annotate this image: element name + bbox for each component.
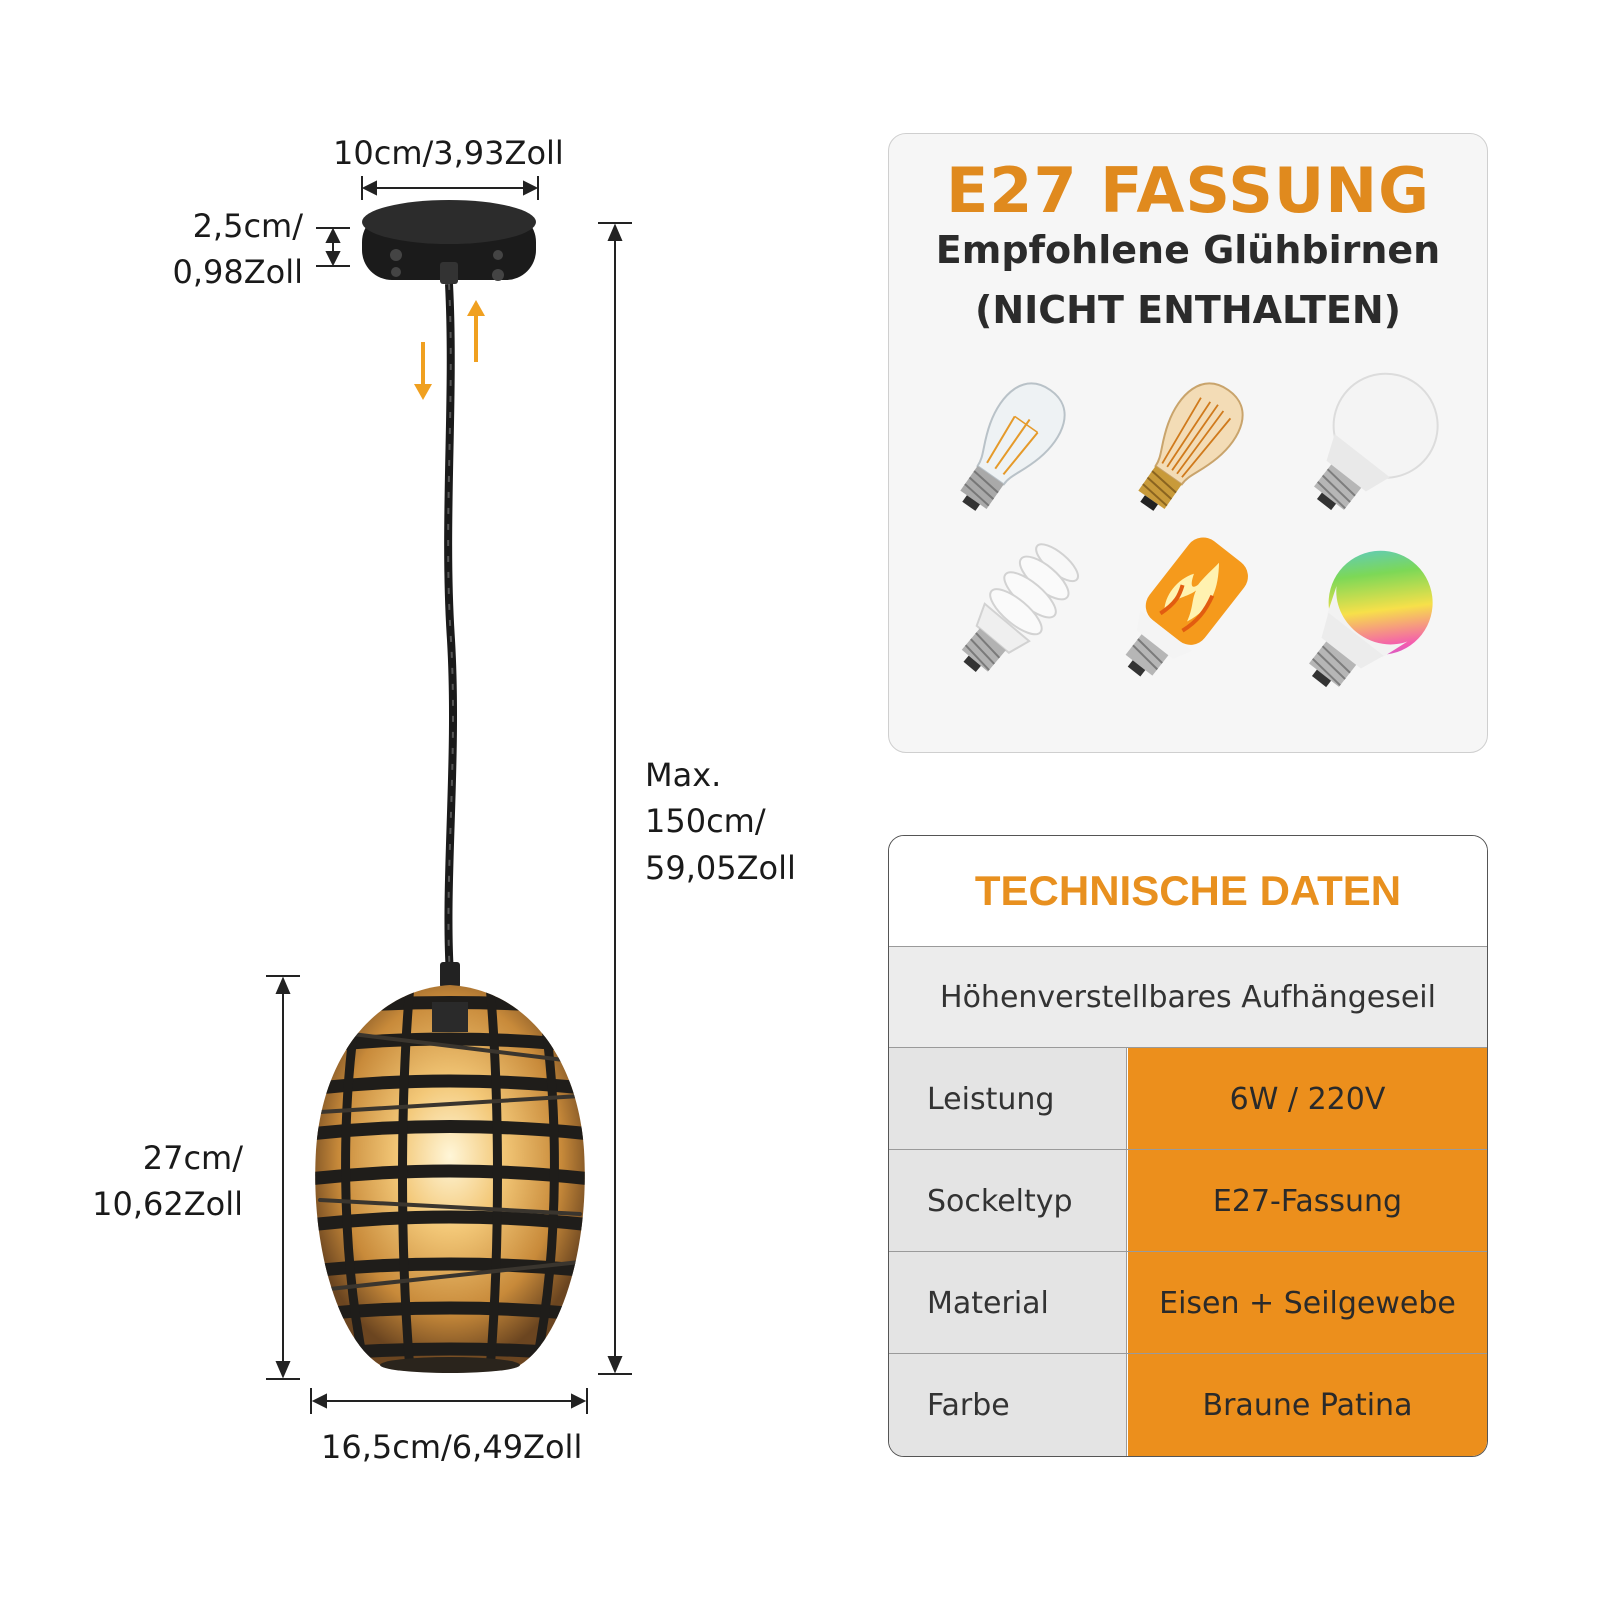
bulbs-subtitle: Empfohlene Glühbirnen [935, 228, 1441, 272]
spec-row-material: Material Eisen + Seilgewebe [889, 1252, 1487, 1354]
canopy-width-label: 10cm/3,93Zoll [333, 134, 564, 172]
shade-width-label: 16,5cm/6,49Zoll [321, 1428, 583, 1466]
canopy-height-label-line2: 0,98Zoll [172, 253, 303, 291]
ceiling-canopy [362, 200, 536, 284]
canopy-width-dimension [361, 176, 539, 200]
adjust-arrows [414, 300, 485, 400]
lamp-illustration [266, 176, 632, 1414]
technical-data-table: TECHNISCHE DATEN Höhenverstellbares Aufh… [888, 835, 1488, 1457]
spec-row-power: Leistung 6W / 220V [889, 1048, 1487, 1150]
spec-value: Eisen + Seilgewebe [1128, 1252, 1487, 1354]
canopy-height-dimension [316, 227, 350, 267]
rgb-smart-bulb-icon [1309, 550, 1433, 688]
adjustable-cord-note: Höhenverstellbares Aufhängeseil [889, 947, 1487, 1048]
spec-key: Leistung [889, 1048, 1127, 1150]
shade-width-dimension [310, 1388, 588, 1414]
edison-st64-bulb-icon [960, 382, 1066, 511]
spec-value: 6W / 220V [1128, 1048, 1487, 1150]
max-length-label-line1: Max. [645, 756, 722, 794]
spiral-cfl-bulb-icon [961, 543, 1079, 672]
max-length-label-line3: 59,05Zoll [645, 849, 796, 887]
spec-key: Sockeltyp [889, 1150, 1127, 1252]
canopy-height-label-line1: 2,5cm/ [192, 207, 303, 245]
flame-effect-bulb-icon [1125, 537, 1248, 677]
shade-height-dimension [266, 975, 300, 1380]
shade-height-label-line2: 10,62Zoll [92, 1185, 243, 1223]
spec-value: Braune Patina [1128, 1354, 1487, 1456]
socket-title: E27 FASSUNG [945, 154, 1431, 227]
amber-edison-bulb-icon [1138, 382, 1244, 511]
max-length-label-line2: 150cm/ [645, 802, 766, 840]
spec-key: Farbe [889, 1354, 1127, 1456]
bulbs-not-included-note: (NICHT ENTHALTEN) [974, 288, 1401, 332]
led-a60-bulb-icon [1314, 372, 1439, 511]
technical-data-title: TECHNISCHE DATEN [889, 836, 1487, 947]
spec-row-socket: Sockeltyp E27-Fassung [889, 1150, 1487, 1252]
max-length-dimension [598, 222, 632, 1375]
spec-value: E27-Fassung [1128, 1150, 1487, 1252]
recommended-bulbs-card: E27 FASSUNG Empfohlene Glühbirnen (NICHT… [888, 133, 1488, 753]
spec-row-color: Farbe Braune Patina [889, 1354, 1487, 1456]
twisted-cord [444, 283, 458, 976]
spec-key: Material [889, 1252, 1127, 1354]
shade-height-label-line1: 27cm/ [142, 1139, 243, 1177]
woven-lamp-shade [315, 962, 585, 1373]
